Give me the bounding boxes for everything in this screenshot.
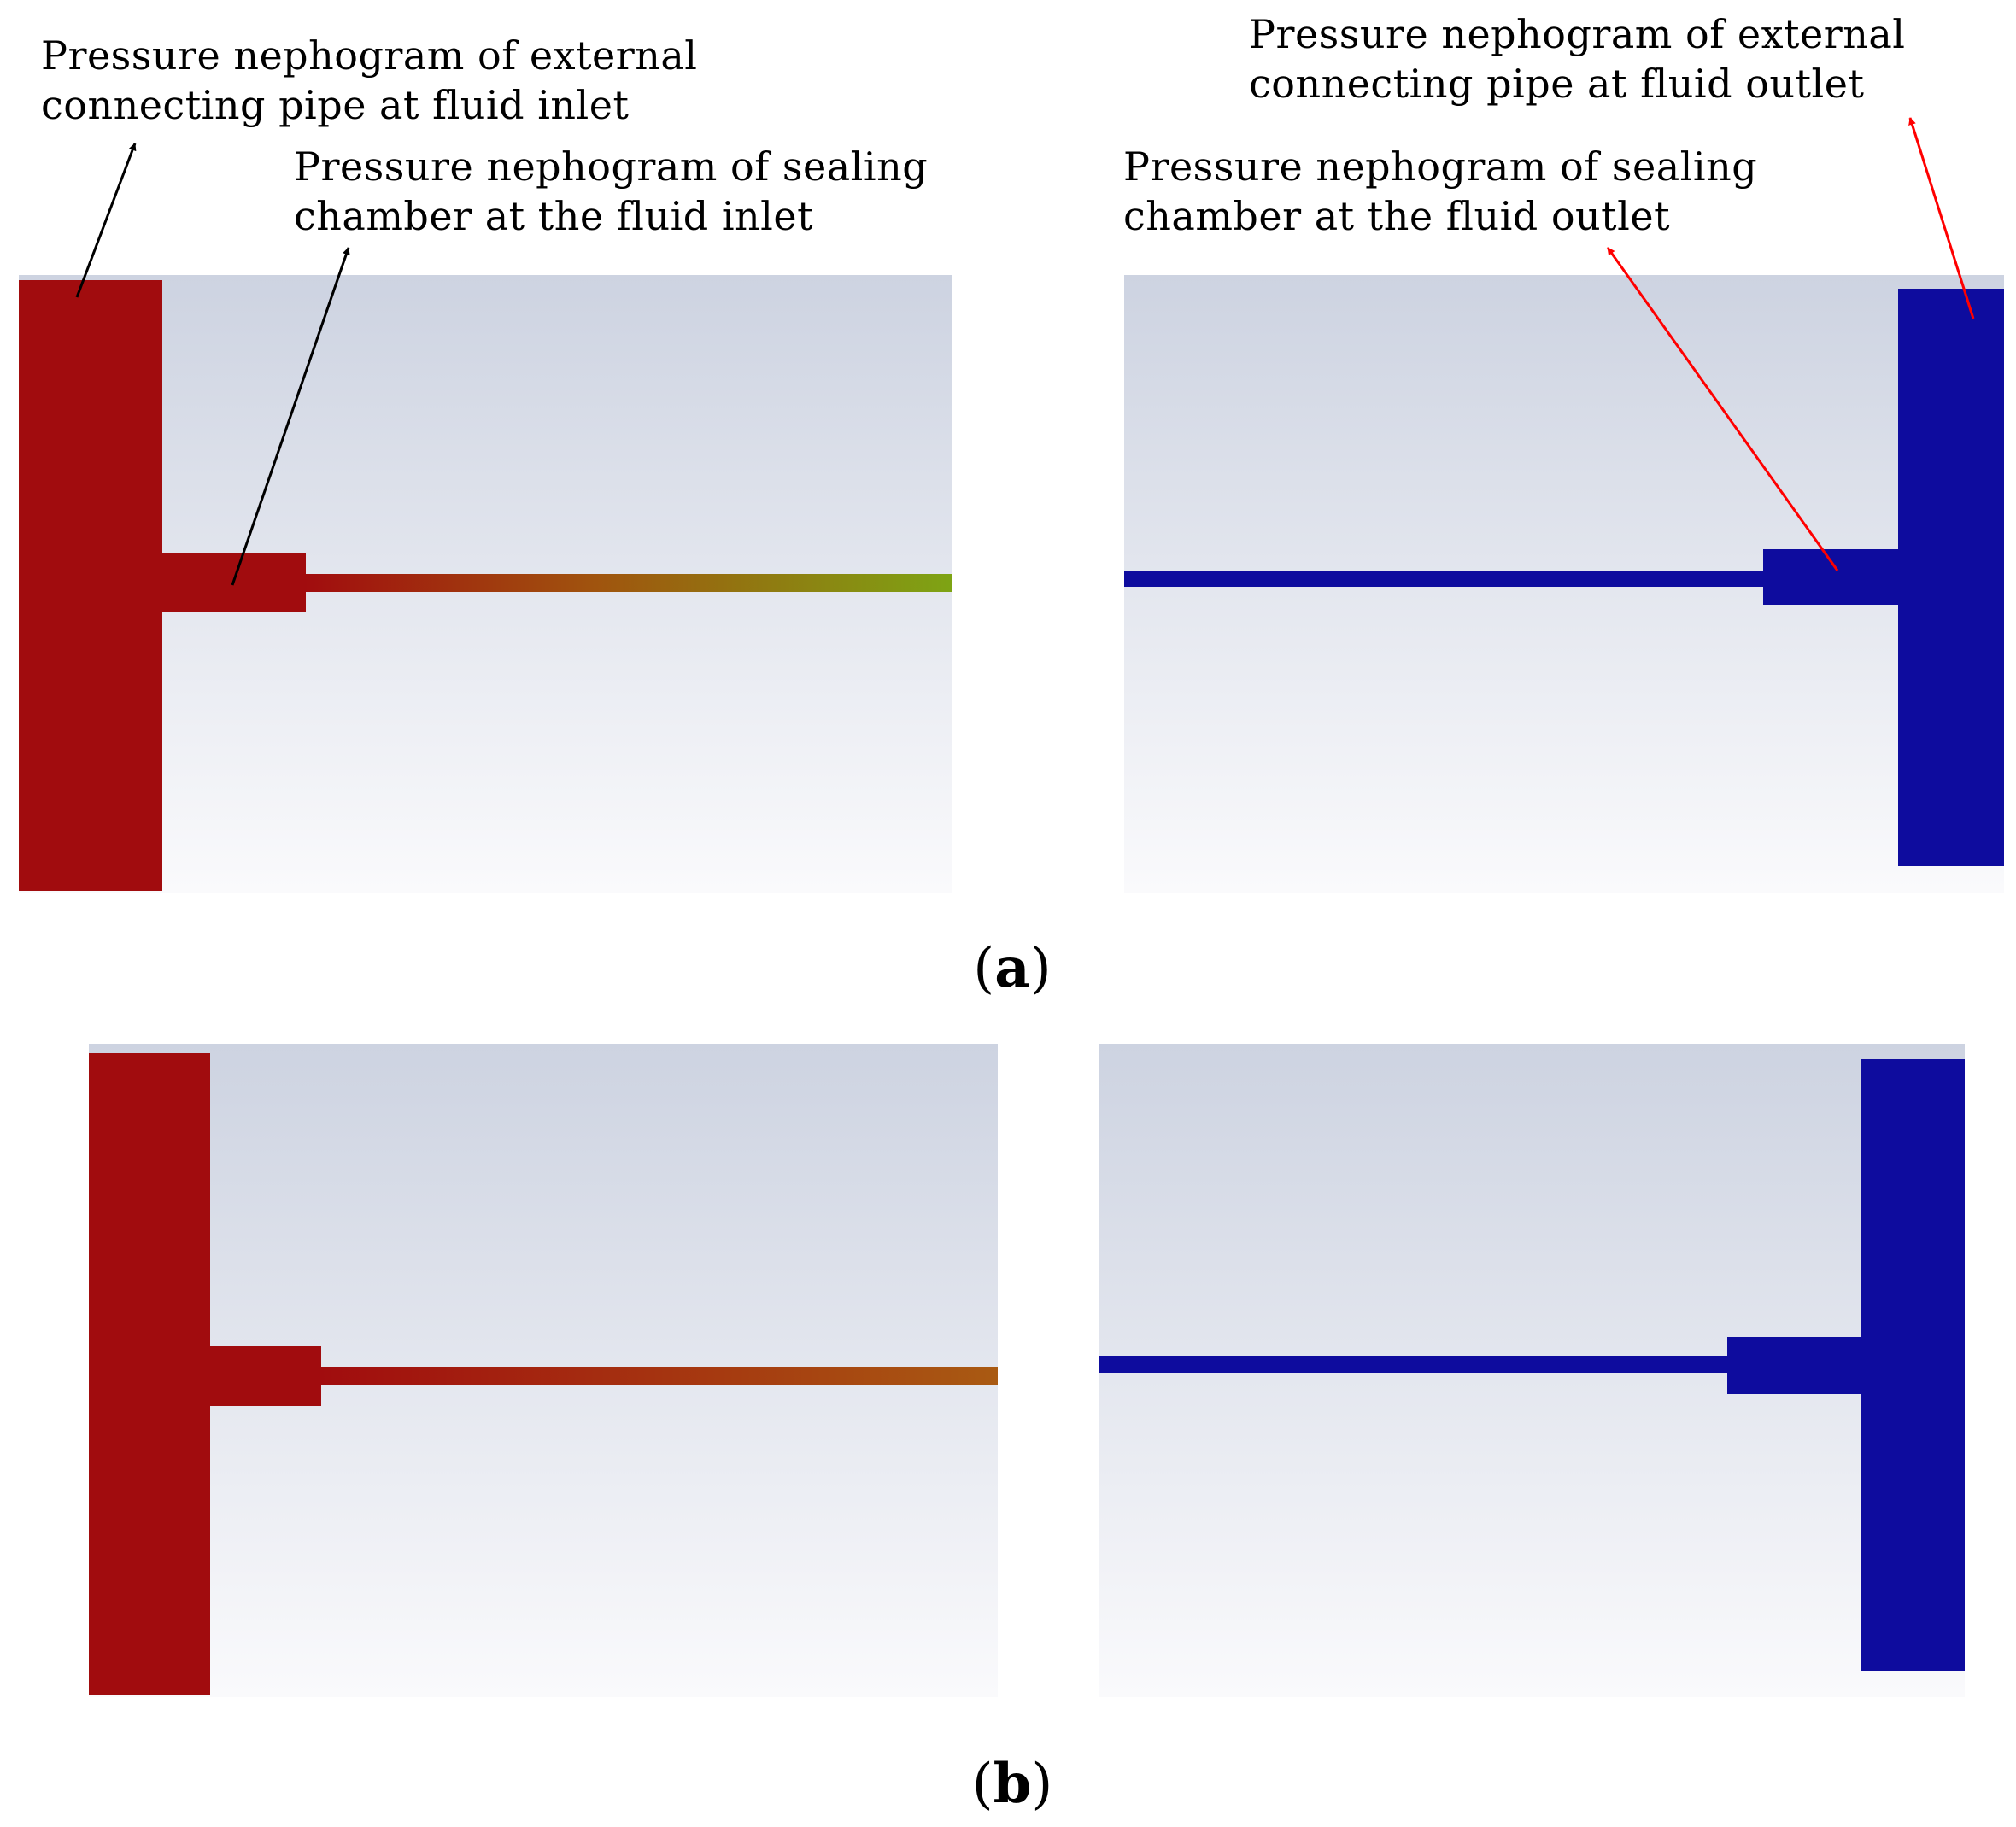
arrow-inlet-pipe [75, 143, 137, 298]
outlet-seal-gap [1124, 571, 1765, 587]
panel-a-inlet [19, 275, 952, 893]
panel-label-a: (a) [973, 936, 1051, 1000]
annotation-outlet-chamber: Pressure nephogram of sealing chamber at… [1123, 143, 1770, 239]
inlet-seal-gap [319, 1367, 998, 1385]
arrow-outlet-pipe [1908, 117, 1975, 319]
annotation-line: connecting pipe at fluid inlet [41, 82, 629, 128]
annotation-line: Pressure nephogram of external [1249, 11, 1906, 57]
panel-a-outlet [1124, 275, 2004, 893]
annotation-inlet-pipe: Pressure nephogram of external connectin… [41, 32, 711, 128]
inlet-external-pipe [89, 1053, 210, 1695]
panel-label-b: (b) [972, 1752, 1053, 1816]
annotation-line: Pressure nephogram of external [41, 32, 698, 79]
arrow-outlet-chamber [1606, 247, 1839, 571]
outlet-seal-gap [1099, 1356, 1729, 1373]
inlet-seal-gap [304, 574, 952, 592]
inlet-external-pipe [19, 280, 162, 891]
outlet-external-pipe [1861, 1059, 1965, 1671]
arrow-inlet-chamber [231, 247, 350, 586]
annotation-line: connecting pipe at fluid outlet [1249, 61, 1864, 107]
annotation-line: Pressure nephogram of sealing [1123, 143, 1757, 190]
outlet-external-pipe [1898, 289, 2004, 866]
annotation-outlet-pipe: Pressure nephogram of external connectin… [1249, 11, 1919, 107]
annotation-line: Pressure nephogram of sealing [294, 143, 928, 190]
inlet-sealing-chamber [208, 1346, 321, 1406]
outlet-sealing-chamber [1763, 549, 1900, 605]
annotation-inlet-chamber: Pressure nephogram of sealing chamber at… [294, 143, 941, 239]
outlet-sealing-chamber [1727, 1337, 1862, 1394]
panel-b-outlet [1099, 1044, 1965, 1697]
panel-b-inlet [89, 1044, 998, 1697]
annotation-line: chamber at the fluid outlet [1123, 193, 1670, 239]
annotation-line: chamber at the fluid inlet [294, 193, 813, 239]
